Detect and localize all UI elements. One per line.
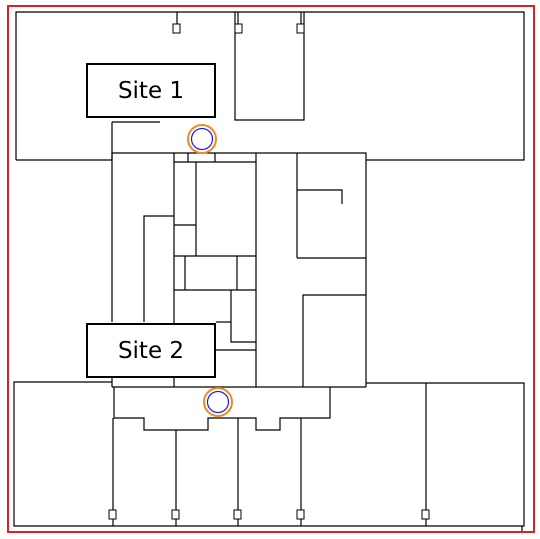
door-marker xyxy=(172,23,181,34)
site-2-label: Site 2 xyxy=(86,323,216,378)
door-marker xyxy=(233,509,242,520)
site-1-marker[interactable] xyxy=(187,124,217,154)
site-1-label: Site 1 xyxy=(86,63,216,118)
door-marker xyxy=(234,23,243,34)
door-marker xyxy=(421,509,430,520)
door-marker xyxy=(296,509,305,520)
door-marker xyxy=(296,23,305,34)
outer-frame xyxy=(7,5,535,533)
door-markers xyxy=(108,23,430,520)
walls xyxy=(13,11,525,531)
door-marker xyxy=(171,509,180,520)
door-marker xyxy=(108,509,117,520)
site-2-marker[interactable] xyxy=(203,387,233,417)
